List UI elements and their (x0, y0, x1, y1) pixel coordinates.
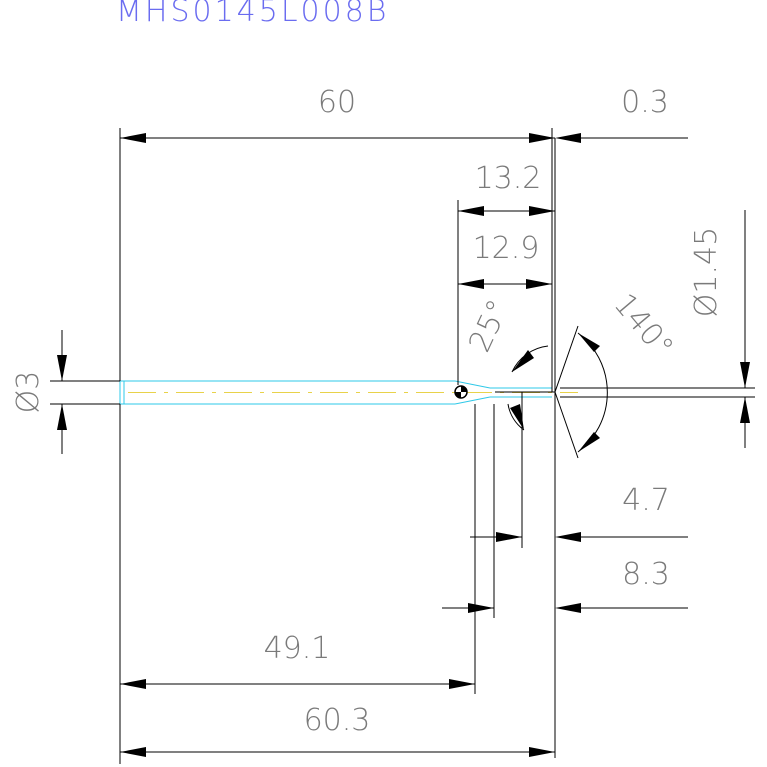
dim-total-length (120, 747, 555, 757)
tool-outline (119, 380, 552, 405)
dim-label-4-7: 4.7 (622, 483, 670, 518)
dim-flute-inner (458, 279, 553, 290)
dim-step-1 (470, 392, 688, 548)
dim-label-point-angle: 140° (607, 287, 680, 365)
dim-label-60: 60 (318, 85, 356, 120)
dim-tip-offset (551, 128, 688, 758)
dim-label-shank-diameter: Ø3 (11, 371, 46, 414)
dim-flute-outer (457, 200, 555, 385)
part-number-title: MHS0145L008B (116, 0, 390, 29)
dim-label-12-9: 12.9 (473, 231, 540, 266)
dim-label-13-2: 13.2 (475, 161, 542, 196)
dim-overall-length (119, 128, 555, 764)
dim-neck-angle (495, 345, 555, 431)
dim-label-8-3: 8.3 (622, 557, 670, 592)
dim-shank-length (120, 404, 476, 694)
neck-marker-icon (454, 385, 468, 399)
dim-label-neck-angle: 25° (462, 294, 516, 357)
dim-label-0-3: 0.3 (621, 85, 669, 120)
dim-label-49-1: 49.1 (264, 631, 331, 666)
dim-label-tip-diameter: Ø1.45 (689, 227, 724, 317)
dim-shank-diameter (50, 330, 120, 454)
dim-label-60-3: 60.3 (304, 703, 371, 738)
dim-tip-diameter (560, 210, 755, 448)
dim-point-angle (554, 325, 608, 459)
